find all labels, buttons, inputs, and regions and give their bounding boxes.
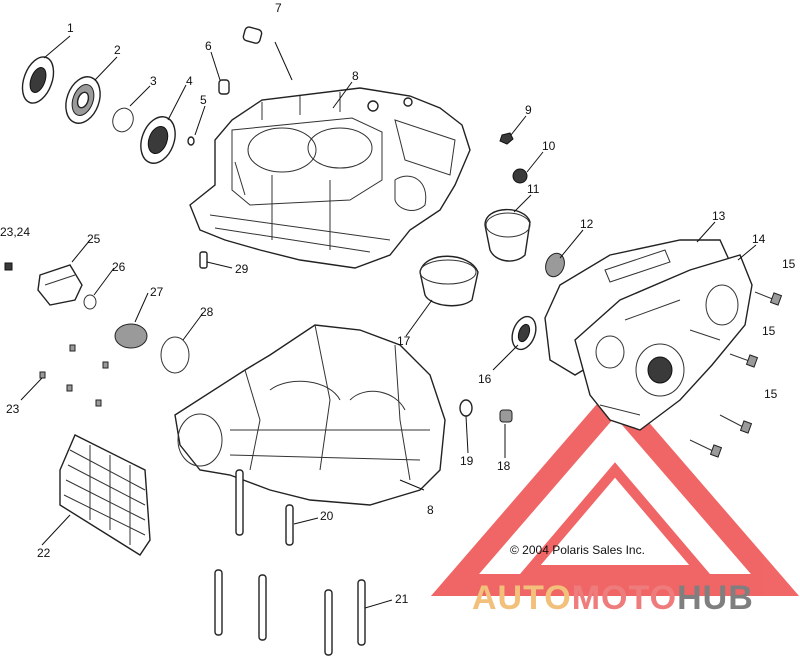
bolt-part-15-b [729,353,759,368]
watermark-moto: MOTO [572,579,677,617]
bolt-part-15-a [754,291,783,306]
watermark-text: AUTOMOTOHUB [472,579,754,617]
callout-18: 18 [497,459,511,473]
o-ring-part-5 [187,136,195,146]
seal-part-16 [511,315,537,351]
bearing-half-part-17 [419,255,479,307]
callout-8-upper: 8 [352,69,359,83]
bolt-part-9 [499,132,514,145]
callout-17: 17 [397,334,411,348]
upper-crankcase-part-8 [189,87,471,269]
callout-28: 28 [200,305,214,319]
callout-16: 16 [478,372,492,386]
watermark-hub: HUB [677,579,754,617]
callout-15-c: 15 [764,387,778,401]
callout-5: 5 [200,93,207,107]
cap-part-25 [37,264,83,306]
callout-15-a: 15 [782,257,796,271]
callout-3: 3 [150,74,157,88]
callout-22: 22 [37,546,51,560]
callout-23-24: 23,24 [0,225,30,239]
callout-11: 11 [527,182,540,196]
callout-29: 29 [235,262,249,276]
callout-25: 25 [87,232,101,246]
washer-part-19 [459,399,473,417]
seal-part-1 [21,56,55,104]
callout-9: 9 [525,103,532,117]
callout-27: 27 [150,285,164,299]
bearing-half-part-11 [484,208,531,262]
clip-part-28 [160,336,190,374]
watermark-auto: AUTO [472,579,572,617]
callout-4: 4 [186,74,193,88]
bolt-part-15-c [689,414,753,458]
bearing-part-4 [140,116,176,164]
snap-ring-part-3 [112,107,134,133]
plug-part-18 [499,409,513,423]
stud-part-21 [214,569,366,656]
plug-part-23 [4,262,109,407]
o-ring-part-26 [83,294,97,310]
dowel-part-7 [242,26,263,44]
copyright-text: © 2004 Polaris Sales Inc. [510,543,645,557]
stud-part-20 [235,469,294,546]
watermark-logo [430,383,800,596]
callout-23: 23 [6,402,20,416]
callout-2: 2 [114,43,121,57]
callout-21: 21 [395,592,409,606]
callout-13: 13 [712,209,726,223]
callout-19: 19 [460,454,474,468]
callout-20: 20 [320,509,334,523]
lower-crankcase-part-8 [174,324,446,506]
callout-1: 1 [67,21,74,35]
leader-lines [20,35,757,609]
callout-12: 12 [580,217,594,231]
stud-part-29 [199,251,208,269]
callout-14: 14 [752,232,766,246]
callout-15-b: 15 [762,324,776,338]
callouts: 1 2 3 4 5 6 7 8 9 10 11 12 13 14 15 15 1… [0,1,796,606]
callout-7: 7 [275,1,282,15]
cover-part-14 [574,254,753,431]
callout-6: 6 [205,39,212,53]
screen-part-22 [59,434,151,556]
callout-26: 26 [112,260,126,274]
dowel-part-6 [218,79,230,95]
jet-part-10 [512,168,528,184]
callout-10: 10 [542,139,556,153]
filter-part-27 [114,323,148,349]
callout-8-lower: 8 [427,503,434,517]
washer-part-12 [545,252,565,278]
bearing-part-2 [65,76,101,124]
